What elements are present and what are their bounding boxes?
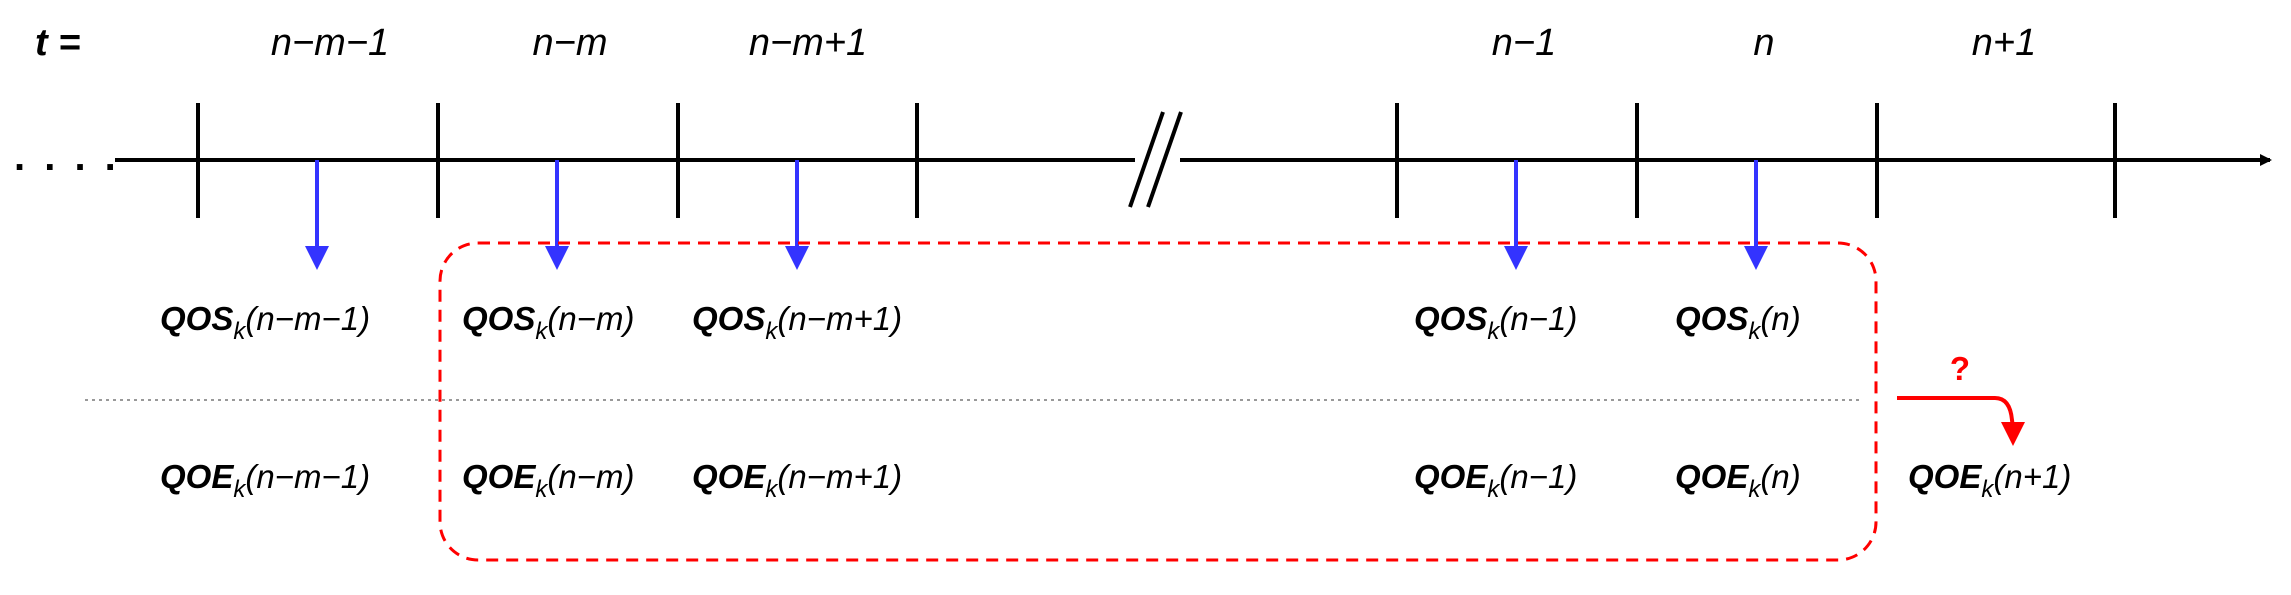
- sample-arrow-icon: [1504, 160, 1528, 270]
- tick-label-n-1: n−1: [1492, 22, 1556, 64]
- qos-label: QOSk(n−m+1): [692, 300, 902, 345]
- sample-arrow-icon: [1744, 160, 1768, 270]
- tick-label-n+1: n+1: [1972, 22, 2036, 64]
- qoe-label: QOEk(n−m+1): [692, 458, 902, 503]
- sample-arrows: [305, 160, 1768, 270]
- qos-label: QOSk(n−m−1): [160, 300, 370, 345]
- tick-marks: [196, 103, 2117, 218]
- qoe-row: QOEk(n−m−1) QOEk(n−m) QOEk(n−m+1) QOEk(n…: [160, 458, 1801, 503]
- sample-arrow-icon: [545, 160, 569, 270]
- time-label: t =: [35, 22, 80, 64]
- timeline-ellipsis: . . . .: [14, 135, 120, 179]
- sample-arrow-icon: [785, 160, 809, 270]
- qoe-label: QOEk(n−m): [462, 458, 634, 503]
- axis-break-icon: [1128, 111, 1183, 208]
- qoe-label: QOEk(n−m−1): [160, 458, 370, 503]
- tick-label-n-m-1: n−m−1: [271, 22, 389, 64]
- tick-label-n-m: n−m: [533, 22, 608, 64]
- tick-label-n-m+1: n−m+1: [749, 22, 867, 64]
- qoe-label: QOEk(n−1): [1414, 458, 1577, 503]
- qos-row: QOSk(n−m−1) QOSk(n−m) QOSk(n−m+1) QOSk(n…: [160, 300, 1801, 345]
- qos-label: QOSk(n): [1675, 300, 1801, 345]
- qos-label: QOSk(n−m): [462, 300, 634, 345]
- qos-label: QOSk(n−1): [1414, 300, 1577, 345]
- prediction-question-mark: ?: [1950, 350, 1970, 387]
- qoe-label: QOEk(n): [1675, 458, 1801, 503]
- prediction-target-label: QOEk(n+1): [1908, 458, 2071, 503]
- tick-label-n: n: [1753, 22, 1774, 64]
- history-window: [438, 241, 1878, 562]
- prediction-arrow-icon: [1897, 396, 2025, 446]
- sample-arrow-icon: [305, 160, 329, 270]
